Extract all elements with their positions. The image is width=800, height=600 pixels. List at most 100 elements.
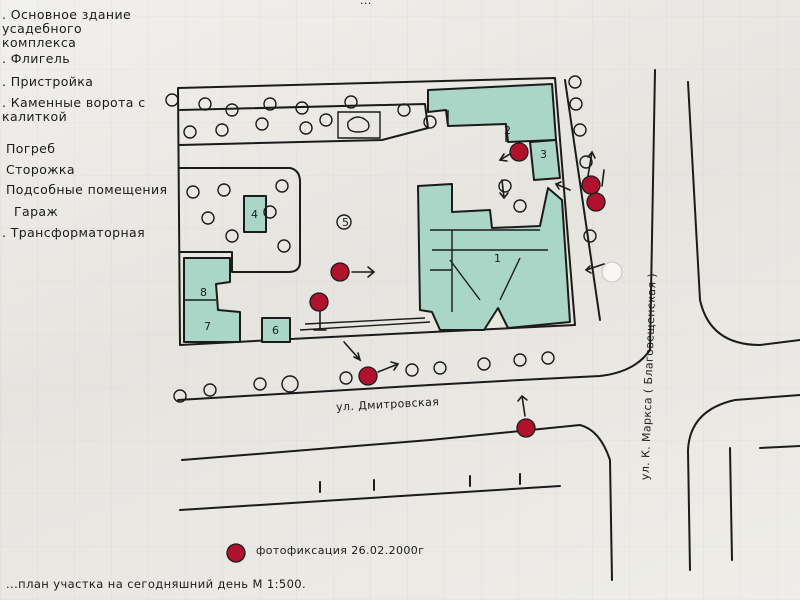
photo-direction-arrow [601,169,605,187]
tree-marker [183,125,197,139]
road-ticks [319,473,521,493]
tree-marker [263,205,277,219]
building-3-annex [529,139,561,181]
building-number-8: 8 [200,286,207,299]
tree-marker [263,97,277,111]
tree-marker [397,103,411,117]
tree-marker [173,389,187,403]
street-curb-north [177,69,656,401]
plan-caption: ...план участка на сегодняшний день М 1:… [6,577,307,591]
photo-legend-marker [226,543,246,563]
legend-item-main-building: . Основное здание усадебного комплекса [2,7,132,50]
photo-direction-arrow [499,179,509,200]
tree-marker [344,95,358,109]
pushpin [601,261,623,283]
photo-direction-arrow [313,311,327,331]
main-building-roof-lines [430,229,548,312]
legend-item-lodge: Сторожка [6,162,75,177]
photo-direction-arrow [517,394,528,417]
building-number-6: 6 [272,324,279,337]
east-fence [564,79,601,321]
legend-item-garage: Гараж [14,204,59,219]
lower-road-edge [179,485,561,511]
tree-marker [513,199,527,213]
tree-marker [299,121,313,135]
tree-marker [405,363,419,377]
photo-point-marker [586,192,606,212]
north-lawn-edge [179,103,429,146]
tree-marker [217,183,231,197]
marx-curb-east-lower [687,394,800,571]
photo-direction-arrow [343,341,362,362]
building-number-2: 2 [504,124,511,137]
legend-item-annex: . Пристройка [2,74,94,89]
tree-marker [477,357,491,371]
tree-marker [339,371,353,385]
building-number-1: 1 [494,252,501,265]
gate-wall [299,321,431,331]
tree-marker [203,383,217,397]
site-boundary [177,77,576,346]
tree-marker [281,375,299,393]
legend-item-stone-gate: . Каменные ворота с калиткой [2,95,146,124]
building-1-main [417,183,571,331]
cellar-mound [347,116,370,133]
tree-marker [277,239,291,253]
photo-direction-arrow [587,150,596,177]
photo-point-marker [309,292,329,312]
top-cut-text: ... [360,0,372,7]
photo-point-marker [516,418,536,438]
marx-inner-curb [729,447,733,561]
building-number-7: 7 [204,320,211,333]
tree-marker [498,179,512,193]
tree-marker [255,117,269,131]
legend-item-transformer: . Трансформаторная [2,225,145,240]
tree-marker [583,229,597,243]
gate-wall-inner [304,317,426,325]
legend-item-cellar: Погреб [6,141,56,156]
wing-internal-lines [447,110,507,142]
photo-direction-arrow [584,263,605,274]
tree-marker [253,377,267,391]
photo-point-marker [330,262,350,282]
tree-marker [573,123,587,137]
photo-point-marker [358,366,378,386]
building-6 [261,317,291,343]
tree-marker [165,93,179,107]
photo-point-marker [581,175,601,195]
tree-marker [225,229,239,243]
tree-marker [295,101,309,115]
legend-item-utility-rooms: Подсобные помещения [6,182,168,197]
photo-legend-label: фотофиксация 26.02.2000г [256,544,425,557]
tree-marker [198,97,212,111]
photo-direction-arrow [377,361,400,373]
building-number-5: 5 [342,216,349,229]
legend-item-wing: . Флигель [2,51,71,66]
tree-marker [201,211,215,225]
tree-marker [513,353,527,367]
marx-curb-east-upper [687,81,800,346]
tree-marker [225,103,239,117]
marx-corner-line [759,445,800,449]
tree-marker [423,115,437,129]
tree-marker [569,97,583,111]
photo-point-marker [509,142,529,162]
building-number-3: 3 [540,148,547,161]
tree-marker [541,351,555,365]
photo-direction-arrow [554,181,571,191]
tree-marker [336,214,352,230]
building-number-4: 4 [251,208,258,221]
building-4 [243,195,267,233]
building-2-wing [427,83,557,143]
tree-marker [579,155,593,169]
tree-marker [319,113,333,127]
tree-marker [186,185,200,199]
tree-marker [433,361,447,375]
photo-direction-arrow [351,266,376,278]
tree-marker [275,179,289,193]
west-garden-plot [179,167,301,273]
tree-marker [215,123,229,137]
street-curb-south [181,424,613,581]
